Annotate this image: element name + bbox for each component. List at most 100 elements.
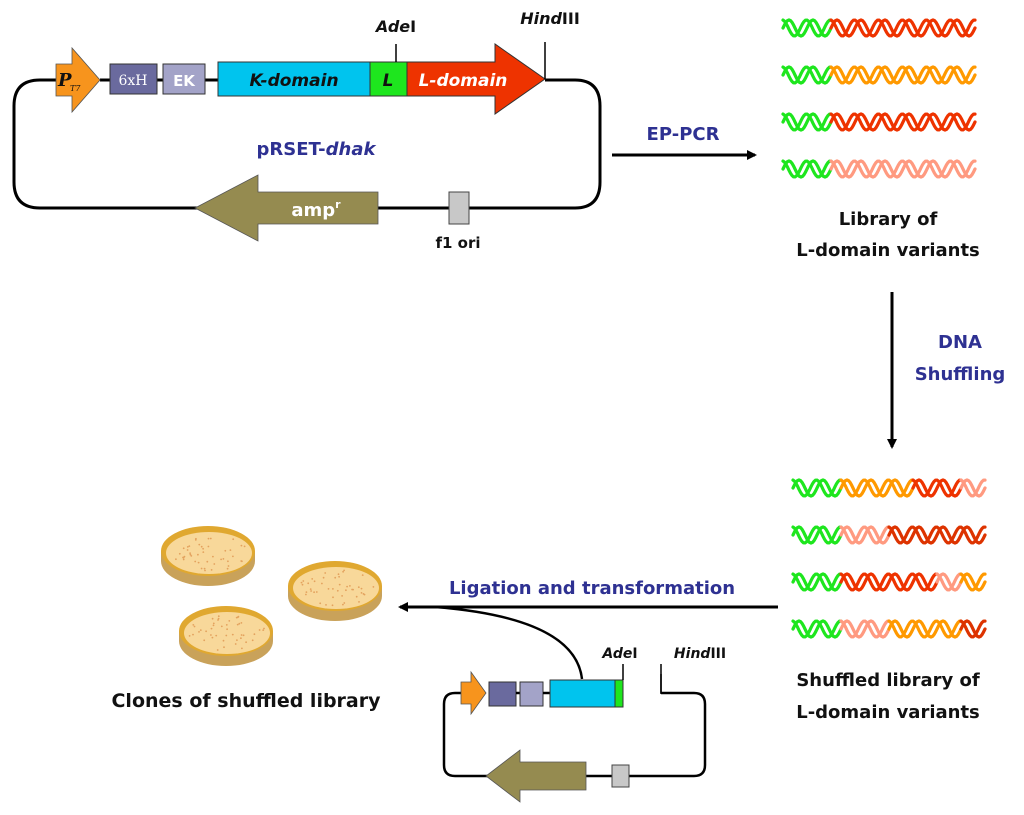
- helix-strand-segment: [781, 159, 833, 179]
- ep-pcr-step: EP-PCR: [612, 124, 757, 160]
- shuffled-variant-4: [791, 619, 987, 639]
- helix-strand-segment: [935, 572, 963, 592]
- library-label-line2: L-domain variants: [796, 240, 980, 261]
- shuffled-variant-2: [791, 525, 987, 545]
- helix-strand-segment: [791, 525, 843, 545]
- library-label-line1: Library of: [839, 209, 938, 230]
- helix-strand-segment: [959, 619, 987, 639]
- helix-strand-segment: [839, 572, 939, 592]
- ek-site-label: EK: [173, 72, 196, 90]
- helix-strand-segment: [839, 478, 915, 498]
- helix-strand-segment: [839, 619, 891, 639]
- vector-adei-label: AdeI: [601, 646, 637, 662]
- helix-strand-segment: [887, 525, 987, 545]
- shuffled-variants: [791, 478, 987, 639]
- helix-strand-segment: [791, 619, 843, 639]
- helix-strand-segment: [791, 478, 843, 498]
- helix-strand-segment: [829, 159, 977, 179]
- helix-strand-segment: [911, 478, 963, 498]
- ligation-step: Ligation and transformation: [398, 578, 778, 680]
- vector-promoter-icon: [460, 670, 487, 716]
- helix-strand-segment: [839, 619, 891, 639]
- library-variants: [781, 18, 977, 179]
- helix-strand-segment: [829, 65, 977, 85]
- promoter-label: P: [57, 70, 72, 91]
- helix-strand-segment: [781, 112, 833, 132]
- helix-strand-segment: [829, 112, 977, 132]
- helix-strand-segment: [959, 572, 987, 592]
- helix-strand-segment: [839, 572, 939, 592]
- linker-box: [369, 61, 408, 97]
- k-domain-box: [217, 61, 371, 97]
- shuffled-label-line1: Shuffled library of: [796, 670, 980, 691]
- clones-label: Clones of shuffled library: [111, 690, 381, 712]
- k-domain-label: K-domain: [249, 71, 338, 91]
- shuffled-label-line2: L-domain variants: [796, 702, 980, 723]
- promoter-arrow-icon: [55, 46, 101, 114]
- helix-strand-segment: [791, 619, 843, 639]
- his-tag-label: 6xH: [118, 73, 147, 89]
- helix-strand-segment: [839, 478, 915, 498]
- helix-strand-segment: [781, 18, 833, 38]
- library-variant-2: [781, 65, 977, 85]
- helix-strand-segment: [829, 112, 977, 132]
- petri-dishes: [161, 526, 382, 666]
- insert-connector: [434, 605, 584, 680]
- helix-strand-segment: [781, 65, 833, 85]
- vector-linker: [614, 679, 624, 708]
- ek-site-box: [162, 63, 206, 95]
- linker-label: L: [383, 71, 394, 91]
- ligation-label: Ligation and transformation: [449, 578, 735, 599]
- helix-strand-segment: [959, 478, 987, 498]
- shuffling-label-line1: DNA: [938, 332, 982, 353]
- promoter-sub: T7: [70, 84, 81, 93]
- vector-f1-ori: [611, 764, 630, 788]
- helix-strand-segment: [829, 159, 977, 179]
- f1-ori-box: [448, 191, 470, 225]
- shuffling-label-line2: Shuffling: [915, 364, 1006, 385]
- adei-site-label: AdeI: [374, 17, 416, 36]
- helix-strand-segment: [781, 112, 833, 132]
- f1-ori-label: f1 ori: [435, 234, 480, 252]
- helix-strand-segment: [959, 572, 987, 592]
- helix-strand-segment: [911, 478, 963, 498]
- helix-strand-segment: [829, 18, 977, 38]
- helix-strand-segment: [959, 619, 987, 639]
- vector-backbone: [442, 691, 707, 778]
- l-domain-arrow: [406, 43, 546, 115]
- shuffled-variant-3: [791, 572, 987, 592]
- cut-vector: AdeI HindIII: [442, 646, 726, 803]
- helix-strand-segment: [791, 572, 843, 592]
- helix-strand-segment: [959, 478, 987, 498]
- helix-strand-segment: [781, 18, 833, 38]
- helix-strand-segment: [829, 18, 977, 38]
- petri-dish-2: [288, 561, 382, 621]
- helix-strand-segment: [791, 572, 843, 592]
- vector-ek-site: [519, 681, 544, 707]
- vector-k-domain: [549, 679, 616, 708]
- dna-shuffling-step: DNA Shuffling: [887, 292, 1006, 449]
- helix-strand-segment: [781, 65, 833, 85]
- helix-strand-segment: [829, 65, 977, 85]
- helix-strand-segment: [887, 619, 963, 639]
- library-variant-3: [781, 112, 977, 132]
- helix-strand-segment: [839, 525, 891, 545]
- petri-dish-1: [161, 526, 255, 586]
- vector-his-tag: [488, 681, 517, 707]
- l-domain-label: L-domain: [419, 71, 508, 91]
- helix-strand-segment: [887, 525, 987, 545]
- helix-strand-segment: [791, 525, 843, 545]
- ep-pcr-label: EP-PCR: [647, 124, 720, 145]
- helix-strand-segment: [791, 478, 843, 498]
- helix-strand-segment: [887, 619, 963, 639]
- helix-strand-segment: [935, 572, 963, 592]
- plasmid-name: pRSET-dhak: [257, 139, 377, 160]
- library-variant-1: [781, 18, 977, 38]
- ampr-arrow: [194, 174, 379, 242]
- vector-hindiii-label: HindIII: [674, 646, 726, 662]
- library-variant-4: [781, 159, 977, 179]
- petri-dish-3: [179, 606, 273, 666]
- his-tag-box: [109, 63, 158, 95]
- vector-ampr-arrow: [485, 749, 587, 803]
